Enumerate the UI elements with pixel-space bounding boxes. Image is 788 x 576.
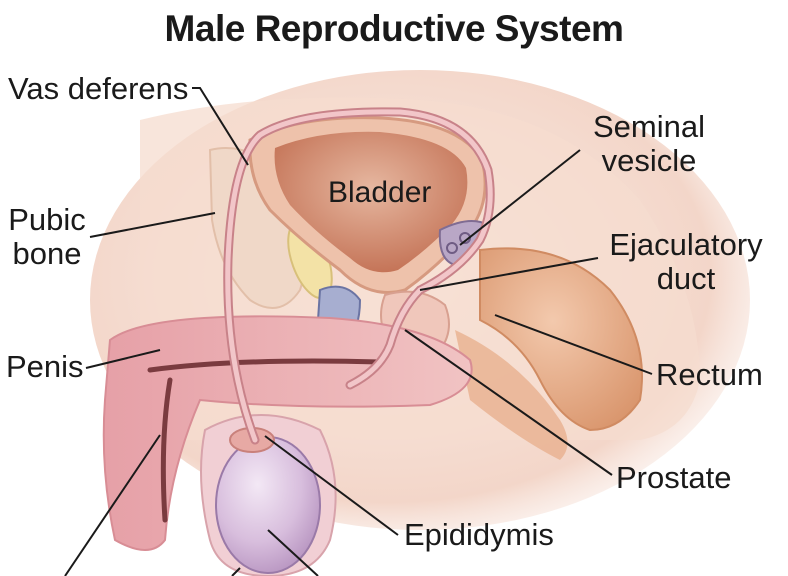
leader-scrotum — [231, 567, 241, 576]
leader-ejaculatory-duct — [419, 257, 599, 291]
leader-pubic-bone — [89, 212, 216, 238]
label-prostate: Prostate — [616, 461, 731, 495]
label-penis: Penis — [6, 350, 84, 384]
label-vas-deferens: Vas deferens — [8, 72, 188, 106]
page-title: Male Reproductive System — [164, 8, 624, 49]
leader-epididymis — [264, 435, 399, 536]
leader-seminal-vesicle — [459, 149, 581, 246]
label-bladder: Bladder — [328, 176, 431, 210]
leader-testicle — [267, 529, 319, 576]
label-epididymis: Epididymis — [404, 518, 554, 552]
label-line: duct — [656, 261, 716, 296]
label-line: Pubic — [8, 202, 86, 237]
leader-vas-deferens — [192, 87, 249, 166]
leader-prostate — [404, 329, 613, 476]
leader-rectum — [494, 314, 653, 375]
label-rectum: Rectum — [656, 358, 763, 392]
label-line: Ejaculatory — [609, 227, 763, 262]
label-line: vesicle — [601, 143, 697, 178]
label-text: Prostate — [616, 460, 732, 495]
penis-shape — [102, 315, 473, 551]
label-text: Penis — [6, 349, 84, 384]
label-line: Seminal — [593, 109, 705, 144]
label-line: bone — [12, 236, 82, 271]
label-text: Bladder — [328, 176, 432, 209]
vas-deferens-tube — [223, 107, 495, 445]
leader-penis — [85, 349, 161, 369]
testis-shape — [200, 414, 337, 576]
label-text: Vas deferens — [8, 71, 189, 106]
leader-lines — [64, 87, 653, 576]
leader-urethra — [64, 434, 161, 576]
label-ejaculatory-duct: Ejaculatory duct — [596, 228, 776, 296]
label-text: Epididymis — [404, 517, 554, 552]
label-pubic-bone: Pubic bone — [4, 203, 90, 271]
label-seminal-vesicle: Seminal vesicle — [574, 110, 724, 178]
bladder-shape — [248, 116, 487, 294]
label-text: Rectum — [656, 357, 763, 392]
